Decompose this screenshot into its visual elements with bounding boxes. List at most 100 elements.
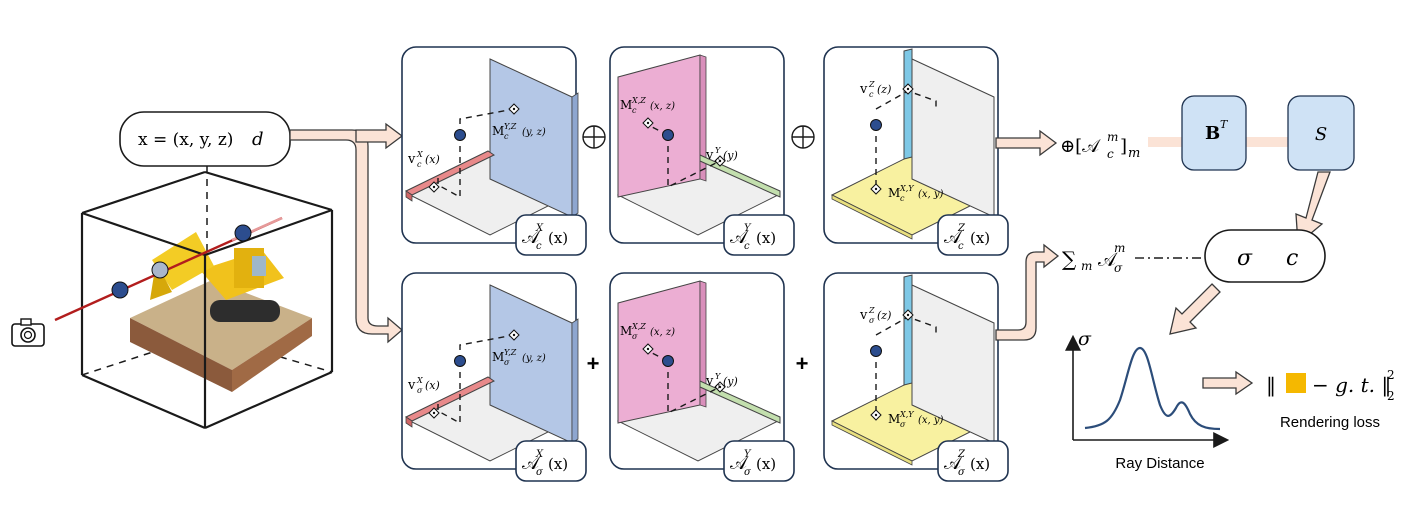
svg-text:v: v — [705, 374, 714, 389]
svg-text:M: M — [492, 124, 504, 138]
camera-icon — [11, 318, 45, 347]
svg-text:m: m — [1114, 241, 1125, 255]
svg-text:σ: σ — [958, 467, 966, 478]
svg-text:(x, z): (x, z) — [650, 327, 675, 338]
svg-text:Y,Z: Y,Z — [504, 348, 517, 357]
concat-expression: ⊕[𝒜 c m ] m — [1060, 130, 1140, 161]
factor-badge: 𝒜σX(x) — [515, 440, 587, 482]
input-d-label: d — [252, 129, 264, 150]
bt-block: B T — [1181, 95, 1247, 171]
svg-text:X: X — [535, 449, 544, 460]
query-point — [870, 345, 882, 357]
svg-text:c: c — [869, 90, 874, 99]
svg-text:c: c — [958, 241, 964, 252]
factor-badge: 𝒜σZ(x) — [937, 440, 1009, 482]
svg-text:(x): (x) — [425, 379, 440, 392]
svg-text:(x, y): (x, y) — [918, 189, 944, 200]
svg-text:(x): (x) — [970, 229, 990, 247]
svg-text:(x): (x) — [756, 455, 776, 473]
svg-text:σ: σ — [744, 467, 752, 478]
svg-text:c: c — [632, 106, 637, 115]
svg-text:c: c — [417, 160, 422, 169]
svg-text:Y: Y — [715, 372, 721, 381]
svg-text:X,Z: X,Z — [631, 96, 646, 105]
svg-text:(x): (x) — [548, 229, 568, 247]
svg-text:∑: ∑ — [1062, 247, 1077, 271]
svg-text:Y: Y — [744, 223, 752, 234]
output-c: c — [1286, 246, 1298, 271]
svg-text:c: c — [744, 241, 750, 252]
output-pill: σ c — [1204, 229, 1326, 283]
xz-plane — [617, 280, 701, 424]
svg-text:𝒜: 𝒜 — [730, 227, 749, 248]
input-x-label: x = (x, y, z) — [138, 130, 233, 150]
rendered-color-swatch — [1286, 373, 1306, 393]
svg-text:S: S — [1315, 124, 1327, 145]
svg-text:σ: σ — [715, 382, 721, 391]
factor-badge: 𝒜cX (x) — [515, 214, 587, 256]
operator-plus: + — [587, 351, 600, 376]
arrow-to-concat — [995, 129, 1058, 157]
svg-text:B: B — [1205, 123, 1220, 144]
svg-text:(x): (x) — [548, 455, 568, 473]
svg-text:𝒜: 𝒜 — [944, 227, 963, 248]
svg-text:(x): (x) — [756, 229, 776, 247]
svg-text:c: c — [715, 156, 720, 165]
svg-text:c: c — [536, 241, 542, 252]
density-curve — [1084, 346, 1221, 431]
density-plot: σ Ray Distance — [1065, 328, 1230, 472]
svg-text:(y, z): (y, z) — [522, 353, 546, 364]
svg-text:m: m — [1081, 259, 1092, 273]
svg-text:X,Y: X,Y — [899, 410, 914, 419]
svg-text:σ: σ — [869, 316, 875, 325]
svg-text:2: 2 — [1387, 368, 1395, 382]
svg-text:𝒜: 𝒜 — [730, 453, 749, 474]
query-point — [662, 355, 674, 367]
svg-text:(x): (x) — [970, 455, 990, 473]
svg-text:M: M — [888, 412, 900, 426]
plot-y-label: σ — [1078, 328, 1092, 350]
svg-text:Y,Z: Y,Z — [504, 122, 517, 131]
svg-text:σ: σ — [504, 358, 510, 367]
svg-text:c: c — [900, 194, 905, 203]
input-pill: x = (x, y, z) d — [119, 111, 291, 167]
svg-text:σ: σ — [632, 332, 638, 341]
factor-badge: 𝒜cZ(x) — [937, 214, 1009, 256]
svg-text:(x, y): (x, y) — [918, 415, 944, 426]
svg-text:v: v — [859, 308, 868, 323]
s-block: S — [1287, 95, 1355, 171]
svg-text:(x, z): (x, z) — [650, 101, 675, 112]
sample-point — [111, 281, 129, 299]
svg-text:𝒜: 𝒜 — [522, 453, 541, 474]
svg-text:Y: Y — [715, 146, 721, 155]
svg-text:M: M — [620, 324, 632, 338]
svg-text:X,Z: X,Z — [631, 322, 646, 331]
query-point — [454, 355, 466, 367]
loss-expression: ‖ − g. t. ‖ 2 2 Rendering loss — [1266, 368, 1395, 431]
svg-text:𝒜: 𝒜 — [522, 227, 541, 248]
svg-text:M: M — [888, 186, 900, 200]
svg-text:X: X — [416, 150, 423, 159]
svg-text:Y: Y — [744, 449, 752, 460]
z-line-bar — [903, 48, 913, 160]
query-point — [454, 129, 466, 141]
svg-text:v: v — [407, 378, 416, 393]
sum-expression: ∑ m 𝒜 σ m — [1062, 241, 1125, 275]
svg-text:m: m — [1128, 146, 1140, 161]
svg-text:c: c — [504, 132, 509, 141]
plot-x-label: Ray Distance — [1115, 455, 1204, 472]
svg-text:Z: Z — [957, 449, 966, 460]
svg-text:X: X — [535, 223, 544, 234]
svg-text:Z: Z — [868, 80, 875, 89]
arrow-to-loss — [1202, 370, 1254, 396]
z-line-bar — [903, 274, 913, 386]
arrow-to-sum — [995, 243, 1060, 341]
